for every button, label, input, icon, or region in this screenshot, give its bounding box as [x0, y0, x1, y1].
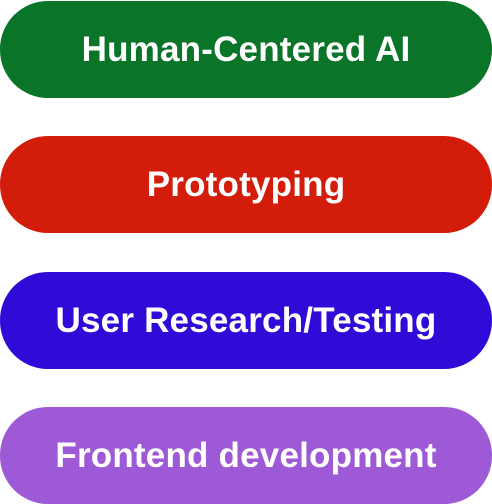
skill-pill-user-research-testing: User Research/Testing [0, 272, 492, 369]
skill-pill-prototyping: Prototyping [0, 136, 492, 233]
skill-pill-label: Prototyping [146, 164, 346, 204]
skill-pill-human-centered-ai: Human-Centered AI [0, 1, 492, 98]
skill-pill-frontend-development: Frontend development [0, 407, 492, 504]
skill-pill-label: Frontend development [55, 435, 437, 475]
skill-pill-label: User Research/Testing [55, 300, 437, 340]
skill-pill-label: Human-Centered AI [81, 29, 411, 69]
